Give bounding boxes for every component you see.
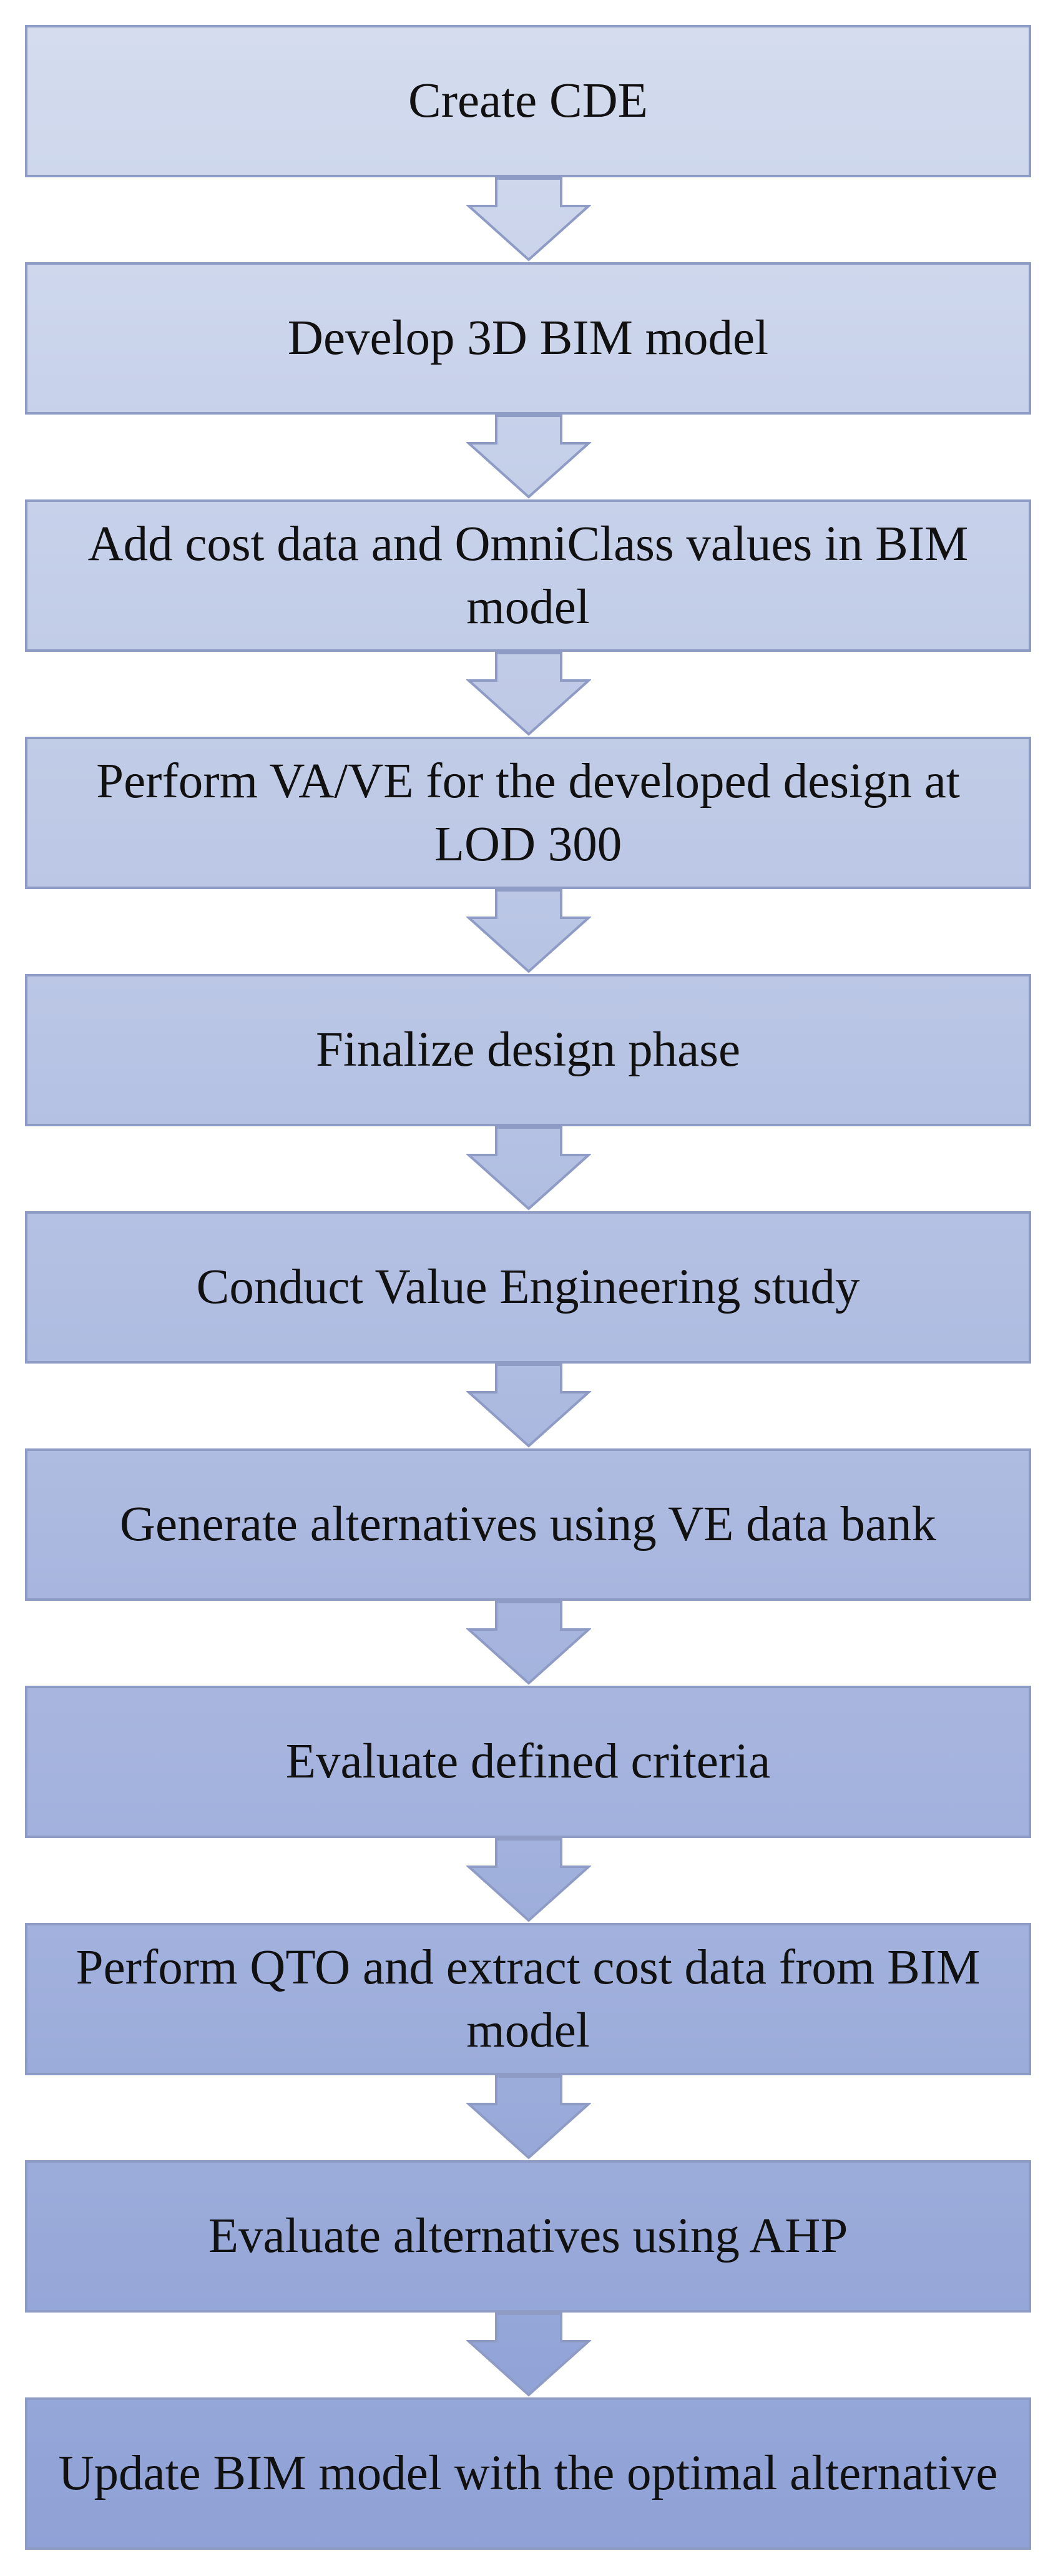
down-arrow-icon [466, 1126, 591, 1211]
process-step-box: Conduct Value Engineering study [25, 1211, 1031, 1364]
process-step-box: Develop 3D BIM model [25, 262, 1031, 415]
down-arrow-icon [466, 652, 591, 736]
process-step-box: Evaluate alternatives using AHP [25, 2160, 1031, 2313]
down-arrow-icon [466, 1838, 591, 1922]
process-step-box: Finalize design phase [25, 974, 1031, 1126]
down-arrow-icon [466, 1364, 591, 1448]
process-step-label: Evaluate alternatives using AHP [208, 2209, 848, 2264]
process-step-box: Generate alternatives using VE data bank [25, 1448, 1031, 1601]
process-step-label: Perform QTO and extract cost data from B… [76, 1940, 981, 2058]
process-step-label: Perform VA/VE for the developed design a… [96, 754, 960, 872]
process-step-box: Add cost data and OmniClass values in BI… [25, 499, 1031, 652]
process-step-box: Evaluate defined criteria [25, 1686, 1031, 1838]
process-step-box: Perform VA/VE for the developed design a… [25, 737, 1031, 889]
process-step-label: Finalize design phase [315, 1023, 741, 1078]
process-step-label: Develop 3D BIM model [287, 311, 769, 366]
down-arrow-icon [466, 415, 591, 499]
process-step-label: Evaluate defined criteria [285, 1734, 771, 1789]
process-step-label: Generate alternatives using VE data bank [119, 1497, 937, 1552]
process-step-box: Perform QTO and extract cost data from B… [25, 1923, 1031, 2075]
process-step-box: Update BIM model with the optimal altern… [25, 2397, 1031, 2550]
process-step-box: Create CDE [25, 25, 1031, 177]
down-arrow-icon [466, 889, 591, 973]
down-arrow-icon [466, 2313, 591, 2397]
process-step-label: Add cost data and OmniClass values in BI… [87, 516, 969, 634]
down-arrow-icon [466, 1601, 591, 1685]
process-step-label: Create CDE [408, 74, 648, 129]
down-arrow-icon [466, 2075, 591, 2160]
down-arrow-icon [466, 177, 591, 262]
process-step-label: Conduct Value Engineering study [196, 1260, 860, 1315]
process-step-label: Update BIM model with the optimal altern… [58, 2446, 998, 2501]
